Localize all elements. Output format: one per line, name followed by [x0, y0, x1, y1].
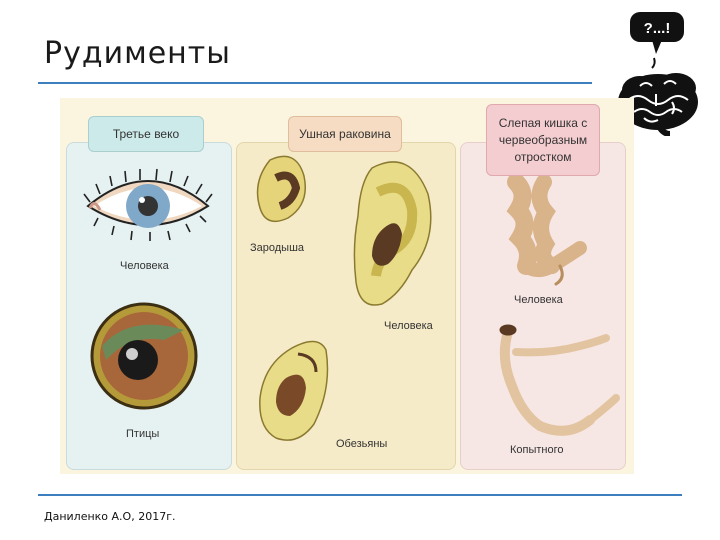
label-human-ear: Человека — [384, 320, 433, 332]
human-appendix-illustration — [506, 173, 587, 286]
title-divider — [38, 82, 592, 84]
brain-icon: ?...! — [618, 12, 698, 137]
bird-eye-illustration — [90, 302, 198, 410]
monkey-ear-illustration — [259, 340, 329, 441]
header-appendix: Слепая кишка с червеобразным отростком — [486, 104, 600, 176]
header-third-eyelid: Третье веко — [88, 116, 204, 152]
logo-bubble-text: ?...! — [644, 20, 671, 37]
label-bird-eye: Птицы — [126, 428, 160, 440]
label-embryo-ear: Зародыша — [250, 242, 305, 254]
footer-divider — [38, 494, 682, 496]
header-ear: Ушная раковина — [288, 116, 402, 152]
label-ungulate-appendix: Копытного — [510, 444, 564, 456]
brain-logo: ?...! — [610, 10, 710, 137]
human-ear-illustration — [353, 161, 432, 306]
ungulate-appendix-illustration — [499, 324, 620, 436]
human-eye-illustration — [83, 168, 213, 241]
footer-author: Даниленко А.О, 2017г. — [44, 510, 176, 523]
slide-title: Рудименты — [44, 36, 231, 71]
label-monkey-ear: Обезьяны — [336, 438, 388, 450]
rudiments-figure: Третье веко Ушная раковина Слепая кишка … — [60, 98, 634, 474]
label-human-eye: Человека — [120, 260, 169, 272]
label-human-appendix: Человека — [514, 294, 563, 306]
figure-illustrations — [83, 155, 620, 441]
embryo-ear-illustration — [256, 155, 306, 223]
